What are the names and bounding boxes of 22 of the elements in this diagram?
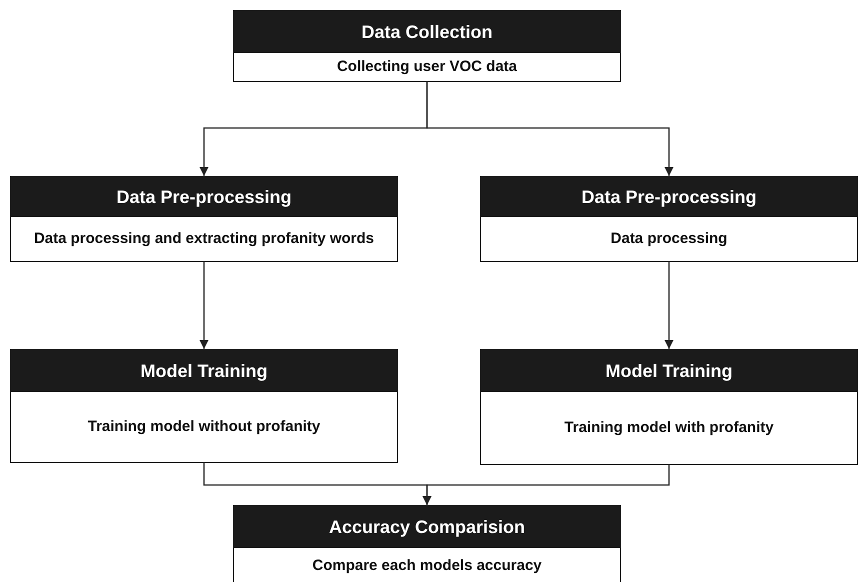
process-box	[10, 349, 398, 463]
box-description: Collecting user VOC data	[336, 58, 518, 76]
box-description: Compare each models accuracy	[312, 556, 542, 576]
box-title: Accuracy Comparision	[328, 516, 526, 538]
arrow	[664, 262, 674, 349]
box-description: Data processing and extracting profanity words	[34, 230, 374, 248]
arrow	[199, 262, 209, 349]
box-title: Model Training	[140, 360, 268, 382]
process-box	[233, 10, 621, 82]
process-box	[480, 176, 858, 262]
box-title: Model Training	[605, 360, 732, 382]
box-title: Data Pre-processing	[116, 186, 292, 208]
process-box	[480, 349, 858, 465]
arrow	[426, 82, 674, 176]
arrow	[422, 465, 670, 505]
box-description: Training model without profanity	[88, 418, 320, 436]
box-title: Data Pre-processing	[581, 186, 757, 208]
box-description: Training model with profanity	[564, 418, 774, 438]
box-description: Data processing	[610, 230, 728, 248]
process-box	[233, 505, 621, 582]
box-title: Data Collection	[361, 22, 493, 42]
process-box	[10, 176, 398, 262]
